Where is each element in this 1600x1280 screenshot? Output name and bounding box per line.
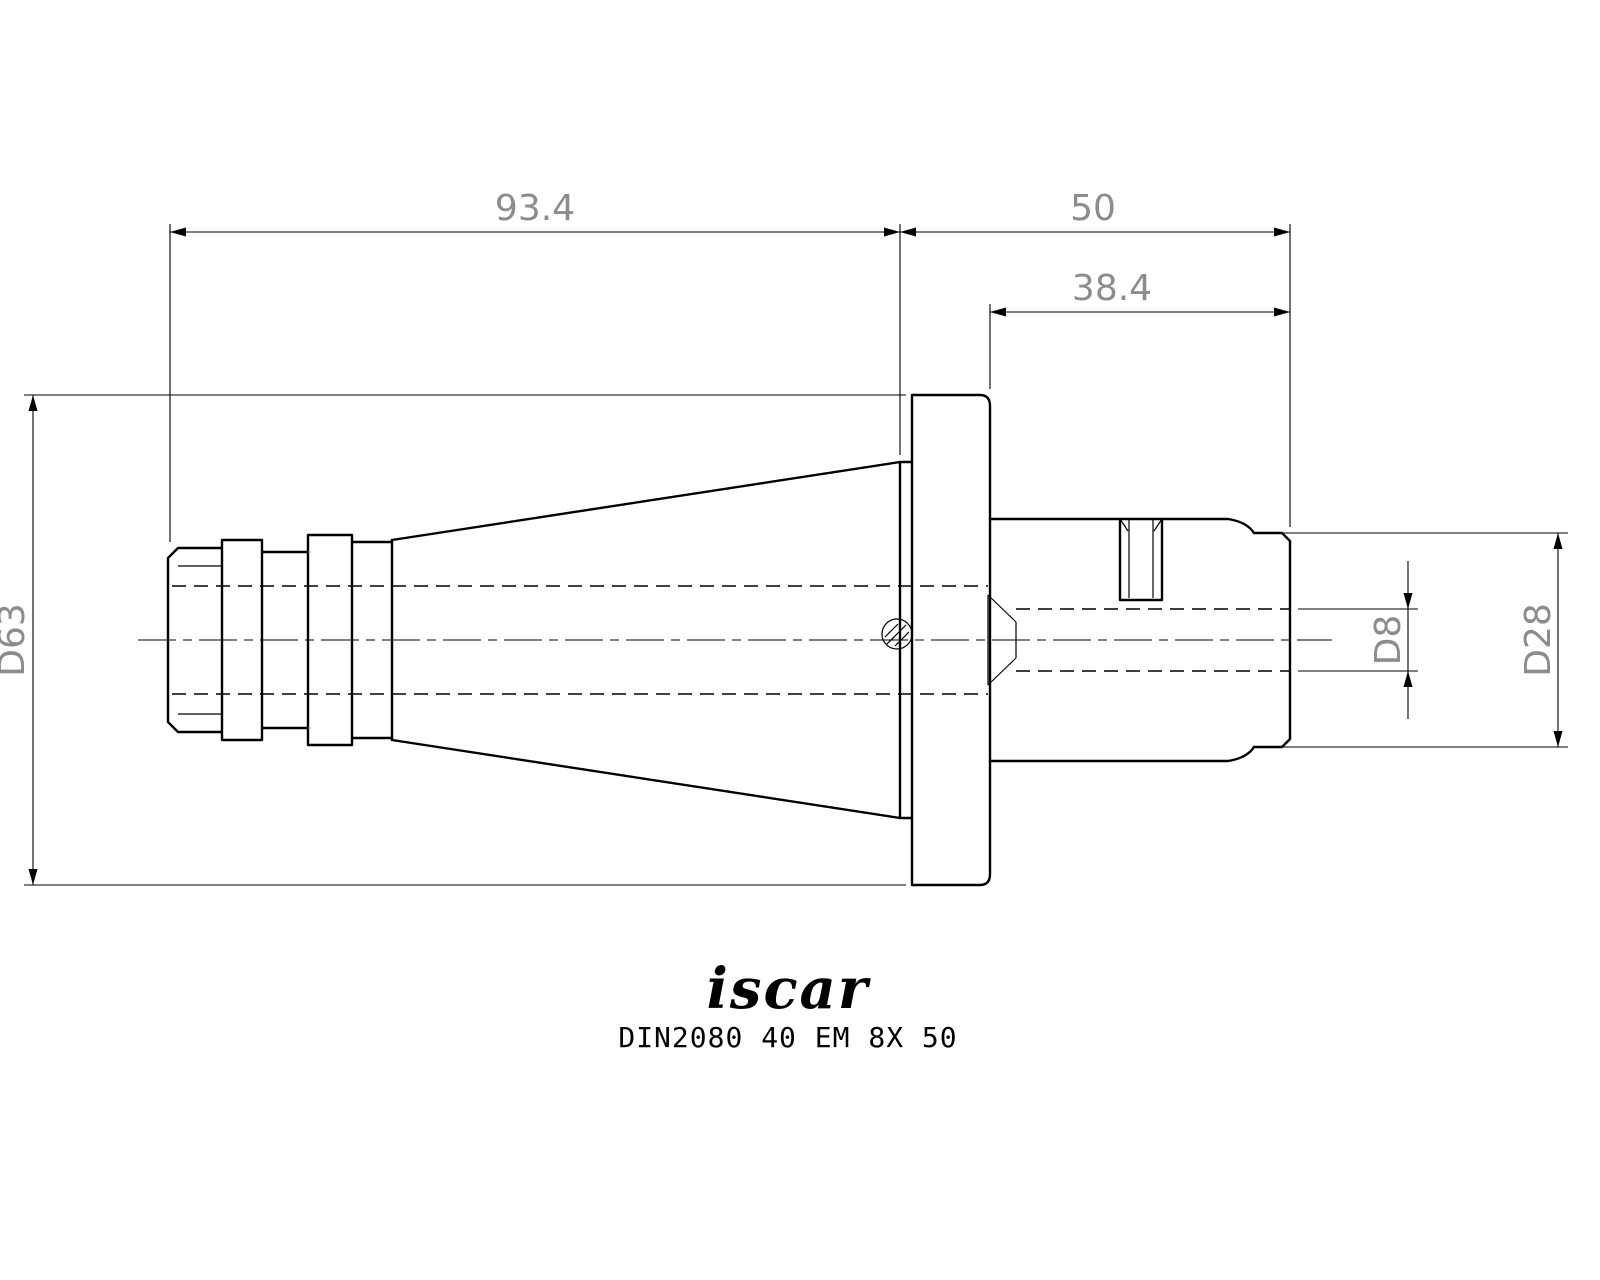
- dim-bore-diameter-label: D8: [1368, 615, 1409, 666]
- dimension-line-paths: [32, 231, 1559, 885]
- cross-hole-hatch: [884, 623, 910, 647]
- part-number: DIN2080 40 EM 8X 50: [618, 1021, 957, 1054]
- dim-taper-length-label: 93.4: [495, 188, 575, 229]
- pull-thread-outline: [166, 533, 394, 747]
- dim-nose-diameter-label: D28: [1518, 603, 1559, 677]
- thin-details: [178, 518, 1163, 715]
- dim-flange-diameter-label: D63: [0, 603, 33, 677]
- dimension-lines: [24, 224, 1568, 886]
- set-screw-thread-lines: [1119, 518, 1163, 598]
- taper-outline: [390, 460, 914, 820]
- flange-outline: [910, 393, 992, 887]
- cross-hole: [881, 618, 913, 650]
- part-outline: [166, 393, 1292, 887]
- dimension-arrows: [28, 227, 1563, 885]
- thread-minor-lines: [178, 565, 222, 715]
- hidden-bore-lines: [172, 585, 1290, 695]
- bore-transition-cone: [987, 594, 1017, 686]
- extension-lines: [24, 224, 1568, 886]
- iscar-logo: iscar: [707, 956, 871, 1022]
- dim-nose-length-label: 38.4: [1072, 268, 1152, 309]
- set-screw-hole-outline: [1118, 517, 1164, 602]
- dim-projection-length-label: 50: [1070, 188, 1116, 229]
